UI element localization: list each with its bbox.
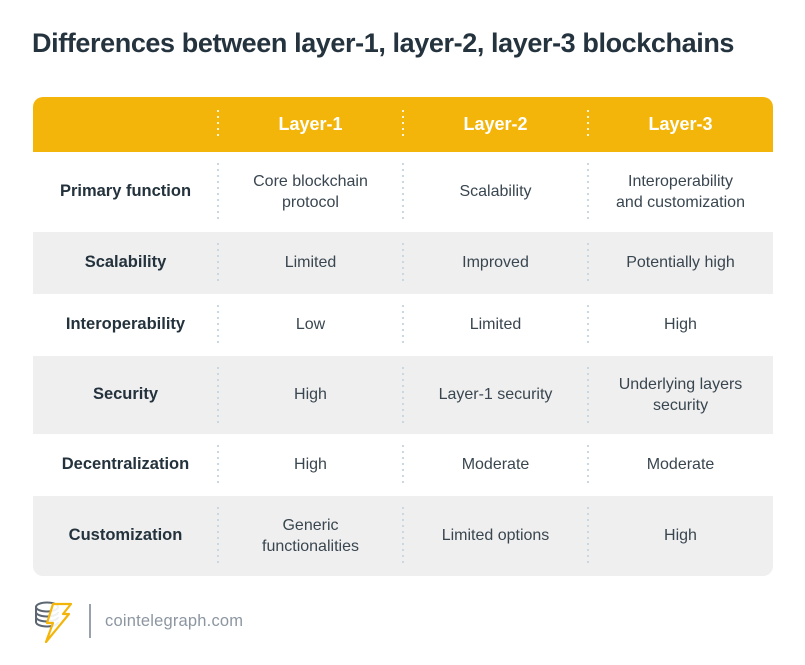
row-label: Interoperability (65, 315, 186, 334)
footer: cointelegraph.com (33, 598, 243, 644)
table-row-decentralization: Decentralization High Moderate Moderate (33, 434, 773, 496)
header-cell-layer-2: Layer-2 (402, 97, 588, 152)
table-row-security: Security High Layer-1 security Underlyin… (33, 356, 773, 434)
table-cell: Interoperability and customization (587, 152, 773, 232)
table-cell: Potentially high (587, 232, 773, 294)
row-label: Scalability (84, 253, 167, 272)
footer-site-label: cointelegraph.com (105, 611, 244, 630)
row-label: Customization (68, 526, 183, 545)
table-cell: High (217, 434, 403, 496)
page-title: Differences between layer-1, layer-2, la… (32, 28, 735, 58)
table-header-row: Layer-1 Layer-2 Layer-3 (33, 97, 773, 152)
table-row-scalability: Scalability Limited Improved Potentially… (33, 232, 773, 294)
table-cell: Underlying layers security (587, 356, 773, 434)
table-cell: Layer-1 security (402, 356, 588, 434)
lightning-bolt-icon (44, 602, 73, 644)
table-cell: Scalability (402, 152, 588, 232)
table-row-primary-function: Primary function Core blockchain protoco… (33, 152, 773, 232)
footer-divider (89, 604, 91, 638)
header-cell-layer-1: Layer-1 (217, 97, 403, 152)
table-cell: High (587, 294, 773, 356)
table-cell: Limited (402, 294, 588, 356)
table-cell: High (217, 356, 403, 434)
table-cell: Moderate (402, 434, 588, 496)
header-cell-layer-3: Layer-3 (587, 97, 773, 152)
header-corner-cell (33, 97, 218, 152)
table-cell: Generic functionalities (217, 496, 403, 576)
table-cell: Limited options (402, 496, 588, 576)
row-label: Primary function (59, 182, 192, 201)
table-cell: Low (217, 294, 403, 356)
table-cell: Improved (402, 232, 588, 294)
comparison-table: Layer-1 Layer-2 Layer-3 Primary function… (33, 97, 773, 576)
cointelegraph-logo-icon (35, 601, 73, 644)
row-label: Decentralization (61, 455, 190, 474)
table-row-interoperability: Interoperability Low Limited High (33, 294, 773, 356)
row-label: Security (92, 385, 159, 404)
table-cell: High (587, 496, 773, 576)
table-row-customization: Customization Generic functionalities Li… (33, 496, 773, 576)
table-cell: Limited (217, 232, 403, 294)
table-cell: Moderate (587, 434, 773, 496)
table-cell: Core blockchain protocol (217, 152, 403, 232)
